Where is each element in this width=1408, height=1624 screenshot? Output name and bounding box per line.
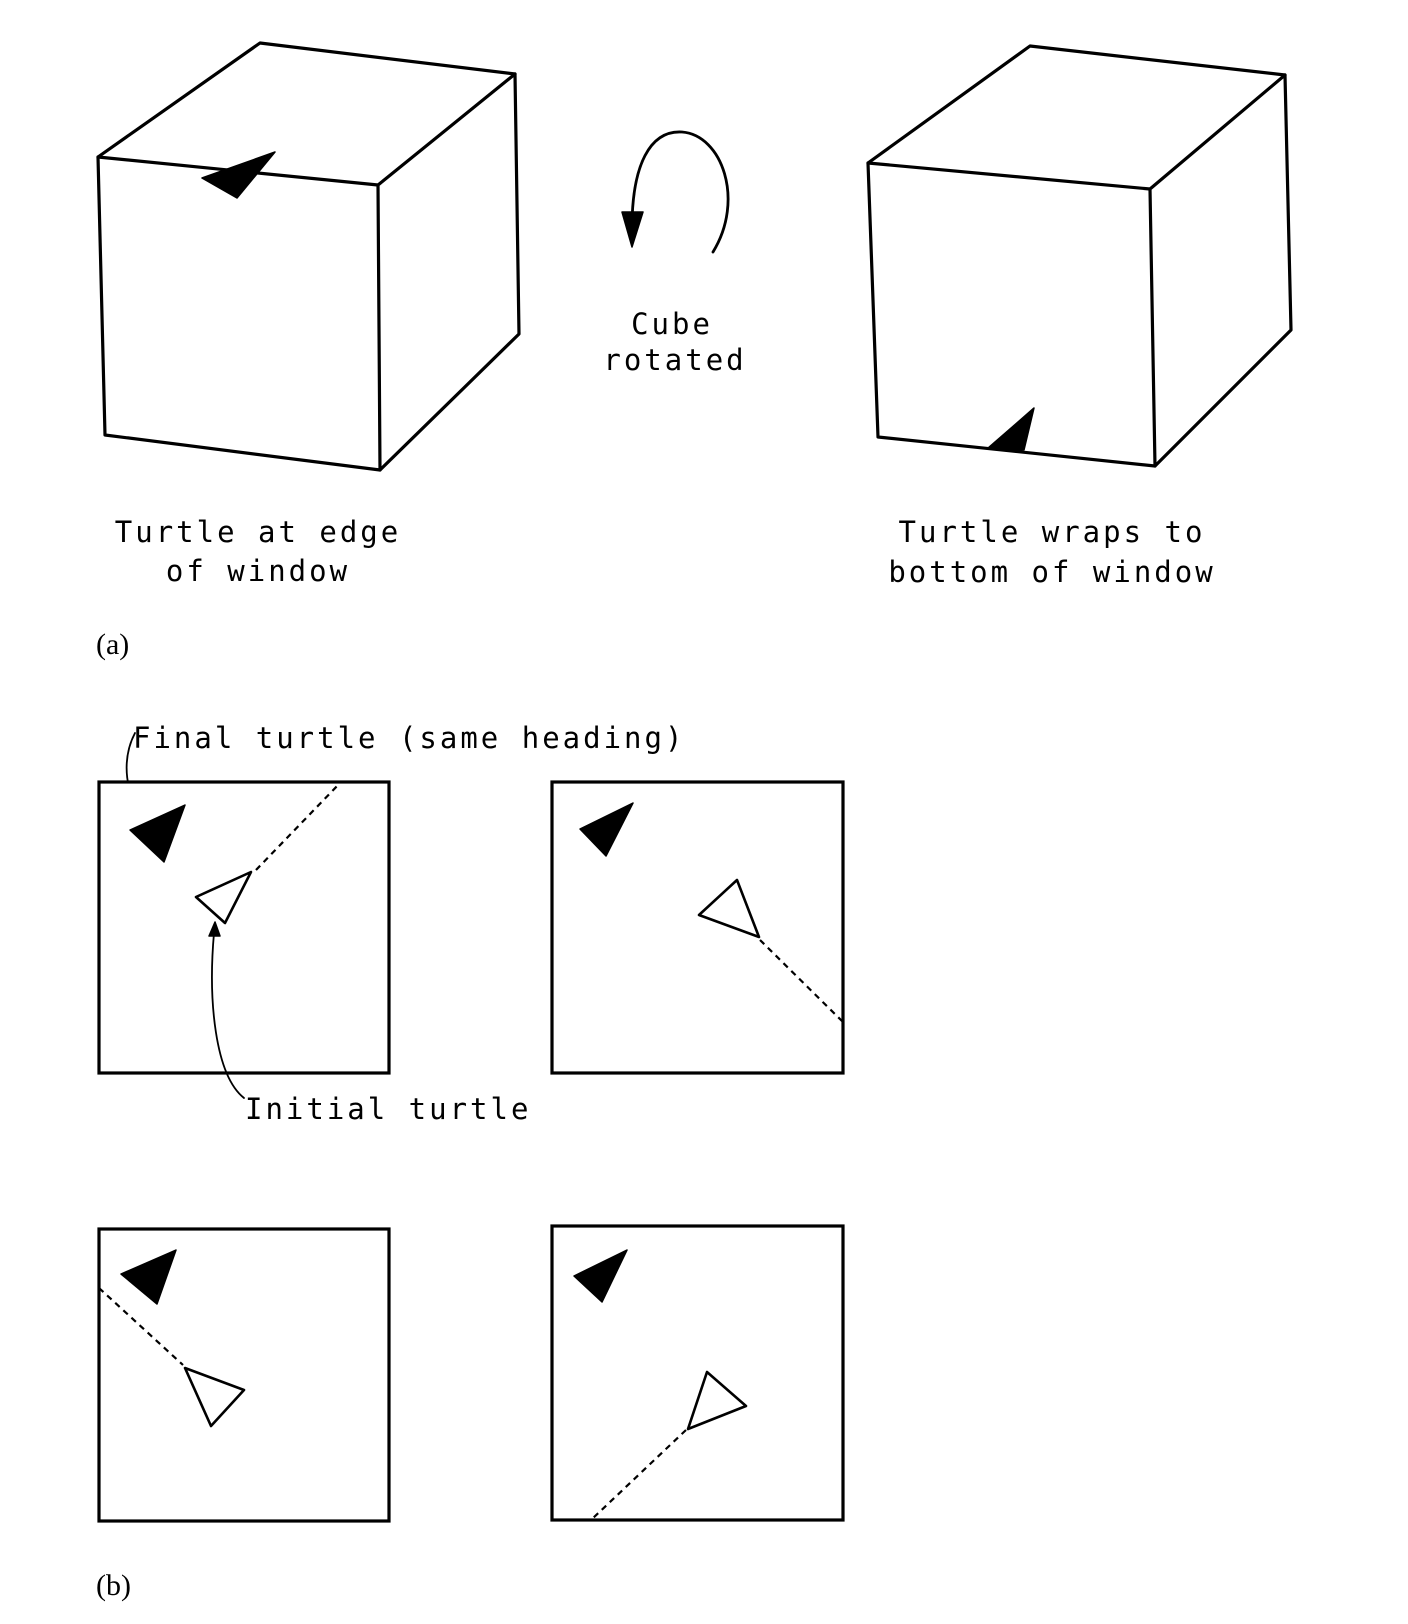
panel-bottom-right-initial-turtle-icon (686, 1370, 748, 1431)
left-cube (96, 41, 521, 472)
panel-bottom-right-final-turtle-icon (573, 1249, 628, 1303)
initial-turtle-caption: Initial turtle (245, 1092, 531, 1126)
rotation-indicator (621, 130, 730, 254)
right-cube-turtle-icon (986, 407, 1035, 451)
panel-top-right-trail (759, 939, 844, 1023)
right-caption-line-2: bottom of window (888, 555, 1215, 589)
panel-top-left-final-turtle-icon (129, 804, 186, 863)
panel-bottom-right (550, 1224, 845, 1522)
left-cube-turtle-icon (201, 151, 276, 199)
rotation-arrowhead-icon (621, 211, 644, 248)
panel-bottom-left-trail (98, 1287, 184, 1366)
initial-turtle-pointer-arrowhead-icon (208, 921, 221, 937)
part-b-label: (b) (96, 1569, 131, 1602)
panel-top-left (97, 780, 391, 1075)
panel-top-left-initial-turtle-icon (194, 870, 253, 925)
right-caption-line-1: Turtle wraps to (899, 515, 1206, 549)
panel-top-right (550, 780, 845, 1075)
rotation-arrow-arc (630, 130, 730, 254)
panel-top-right-final-turtle-icon (579, 802, 634, 857)
left-caption-line-2: of window (166, 554, 350, 588)
left-cube-inner-edges (96, 72, 517, 472)
panel-bottom-left (97, 1227, 391, 1523)
left-caption-line-1: Turtle at edge (115, 515, 401, 549)
center-caption-line-2: rotated (603, 343, 746, 377)
right-cube-inner-edges (866, 73, 1287, 468)
panel-bottom-left-initial-turtle-icon (183, 1366, 246, 1428)
panel-top-left-trail (255, 782, 341, 871)
panel-top-right-initial-turtle-icon (697, 878, 761, 939)
part-a-label: (a) (96, 628, 129, 661)
left-cube-outline (96, 41, 521, 472)
right-cube (866, 44, 1293, 468)
panel-bottom-left-final-turtle-icon (120, 1249, 177, 1305)
initial-turtle-pointer (211, 932, 245, 1099)
right-cube-outline (866, 44, 1293, 468)
final-turtle-caption: Final turtle (same heading) (133, 721, 685, 755)
center-caption-line-1: Cube (631, 307, 713, 341)
